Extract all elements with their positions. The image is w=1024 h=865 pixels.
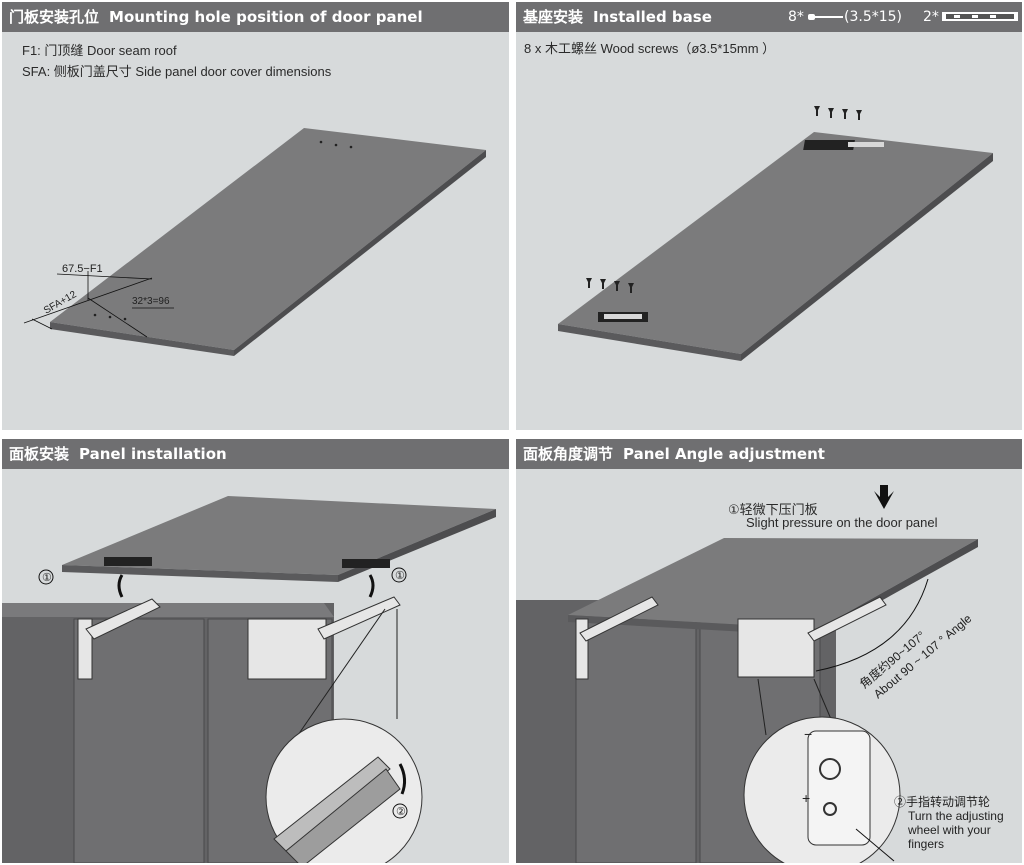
panel-angle-adjustment-title-cn: 面板角度调节	[523, 445, 614, 463]
step-2-en-line2: wheel with your	[907, 823, 991, 837]
note-door-seam: F1: 门顶缝 Door seam roof	[22, 43, 177, 58]
panel-panel-installation: 面板安装 Panel installation ① ①	[2, 439, 509, 863]
step-2: ②	[396, 806, 406, 818]
door-board-top	[558, 132, 993, 354]
cabinet-door-left	[73, 618, 205, 863]
mounting-hole	[123, 317, 127, 321]
insert-arrow-right	[368, 574, 375, 598]
panel-installed-base-header: 基座安装 Installed base 8* (3.5*15) 2*	[516, 2, 1022, 32]
dim-holes-label: 32*3=96	[132, 296, 170, 307]
hinge-right	[247, 596, 401, 680]
dimension-lines	[23, 271, 174, 338]
base-plate-left	[104, 557, 152, 566]
mounting-hole	[319, 140, 323, 144]
mounting-hole	[349, 145, 353, 149]
door-panel-drawing: 67.5−F1 32*3=96 SFA+12	[23, 128, 486, 356]
hinge-right	[737, 596, 887, 678]
door-board-front-edge	[50, 322, 234, 356]
panel-angle-adjustment: 面板角度调节 Panel Angle adjustment ①轻微下压门板 Sli…	[516, 439, 1022, 863]
door-board-side-edge	[741, 153, 993, 361]
adjusting-wheel	[819, 758, 841, 780]
note-side-panel: SFA: 侧板门盖尺寸 Side panel door cover dimens…	[22, 64, 332, 79]
hinge-left	[575, 596, 659, 680]
screws-bottom	[586, 278, 634, 293]
screws-top	[814, 106, 862, 120]
mounting-hole	[334, 143, 338, 147]
step-1-right: ①	[395, 570, 405, 582]
door-board-front-edge	[558, 324, 741, 361]
dim-top-label: 67.5−F1	[62, 263, 103, 275]
panel-installed-base: 基座安装 Installed base 8* (3.5*15) 2* 8 x 木工…	[516, 2, 1022, 430]
step-2-cn: ②手指转动调节轮	[894, 794, 990, 809]
panel-mounting-holes-header: 门板安装孔位 Mounting hole position of door pan…	[2, 2, 509, 32]
note-wood-screws: 8 x 木工螺丝 Wood screws（ø3.5*15mm ）	[524, 41, 776, 56]
base-plate-icon	[942, 12, 1018, 21]
step-1-marker-left	[38, 569, 54, 585]
door-panel-top	[62, 496, 496, 575]
step-1-left: ①	[42, 572, 52, 584]
panel-angle-adjustment-title-en: Panel Angle adjustment	[623, 445, 825, 463]
panel-panel-installation-title-cn: 面板安装	[9, 445, 70, 463]
step-1-en: Slight pressure on the door panel	[746, 515, 938, 530]
panel-mounting-holes-title-en: Mounting hole position of door panel	[109, 8, 423, 26]
pressure-arrow	[874, 485, 894, 509]
screw-icon	[808, 14, 843, 20]
panel-panel-installation-header: 面板安装 Panel installation	[2, 439, 509, 469]
angle-adjust-drawing: 角度约90~107° About 90 ~ 107 ° Angle − + ②手…	[516, 485, 1004, 863]
base-qty: 2*	[923, 9, 939, 25]
panel-angle-adjustment-header: 面板角度调节 Panel Angle adjustment	[516, 439, 1022, 469]
angle-arc	[815, 578, 929, 672]
step-2-en-line1: Turn the adjusting	[908, 809, 1004, 823]
screw-size: (3.5*15)	[844, 9, 903, 25]
step-1-cn: ①轻微下压门板	[728, 502, 818, 517]
panel-installed-base-title-en: Installed base	[593, 8, 712, 26]
panel-mounting-holes: 门板安装孔位 Mounting hole position of door pan…	[2, 2, 509, 430]
minus-sign: −	[804, 726, 812, 742]
door-board-side-edge	[234, 150, 486, 356]
step-2-en-line3: fingers	[908, 837, 944, 851]
door-panel-front-edge	[62, 565, 338, 582]
base-plate-bottom	[598, 312, 648, 322]
plus-sign: +	[802, 790, 810, 806]
screw-qty: 8*	[788, 9, 804, 25]
door-panel-top	[568, 538, 978, 629]
base-plate-right	[342, 559, 390, 568]
base-install-drawing	[558, 106, 993, 361]
panel-installed-base-title-cn: 基座安装	[523, 8, 584, 26]
panel-installation-drawing: ① ① ②	[2, 496, 496, 863]
door-board-top	[50, 128, 486, 350]
mounting-hole	[108, 315, 112, 319]
cabinet-top-edge	[2, 603, 334, 617]
step-2-marker	[392, 803, 408, 819]
panel-mounting-holes-title-cn: 门板安装孔位	[9, 8, 100, 26]
cabinet-door-left	[575, 618, 697, 863]
panel-panel-installation-title-en: Panel installation	[79, 445, 227, 463]
mounting-hole	[93, 313, 97, 317]
insert-arrow-left	[117, 574, 124, 598]
hinge-left	[77, 598, 161, 680]
base-plate-top	[803, 140, 884, 150]
step-1-marker-right	[391, 567, 407, 583]
